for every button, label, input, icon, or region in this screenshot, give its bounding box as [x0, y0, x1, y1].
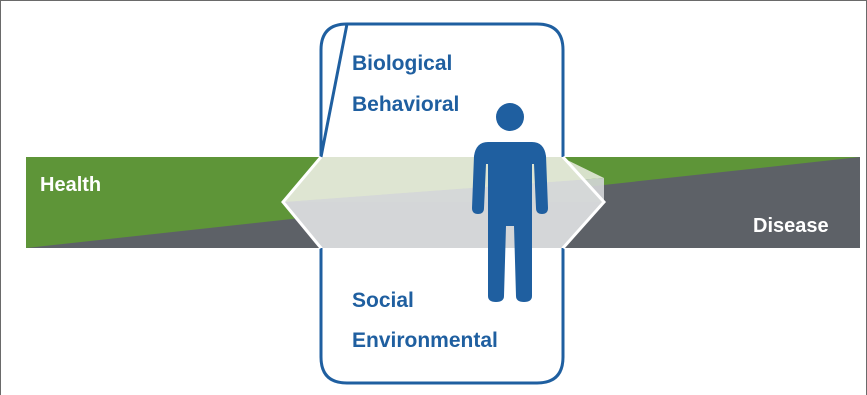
biological-label: Biological: [352, 52, 453, 75]
disease-label: Disease: [753, 215, 829, 237]
person-icon: [472, 103, 548, 302]
person-head: [496, 103, 524, 131]
behavioral-label: Behavioral: [352, 93, 460, 116]
health-label: Health: [40, 174, 102, 196]
environmental-label: Environmental: [352, 329, 498, 352]
arrow-left-point: [281, 156, 323, 249]
person-body: [472, 142, 548, 302]
factors-box-border: [319, 22, 565, 385]
social-label: Social: [352, 289, 414, 312]
double-arrow: [283, 157, 604, 248]
arrow-right-point: [561, 155, 607, 249]
